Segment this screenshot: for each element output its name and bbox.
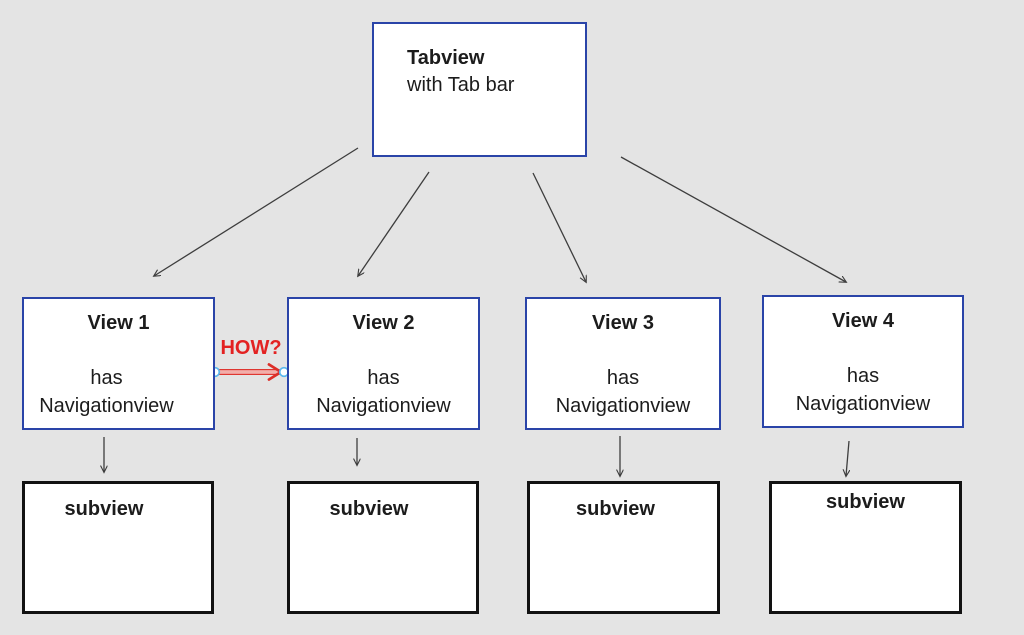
node-view-1[interactable]: View 1 has Navigationview — [22, 297, 215, 430]
view-body: has Navigationview — [764, 362, 962, 418]
arrow-tabview-to-view4[interactable] — [620, 156, 846, 282]
view-title: View 4 — [832, 310, 894, 332]
connector-line[interactable] — [214, 369, 280, 375]
view-body-line1: has — [846, 365, 880, 387]
view-body-line1: has — [606, 367, 640, 389]
view-body-line2: Navigationview — [316, 395, 451, 417]
arrow-view4-to-subview4[interactable] — [846, 440, 849, 476]
arrow-tabview-to-view2[interactable] — [358, 171, 430, 276]
view-body: has Navigationview — [527, 364, 719, 420]
view-body-line2: Navigationview — [795, 393, 931, 415]
view-title: View 2 — [352, 312, 415, 334]
subview-label: subview — [64, 498, 144, 520]
view-body: has Navigationview — [289, 364, 478, 420]
node-view-3[interactable]: View 3 has Navigationview — [525, 297, 721, 430]
node-subview-4[interactable]: subview — [769, 481, 962, 614]
subview-label: subview — [826, 491, 905, 513]
node-view-2[interactable]: View 2 has Navigationview — [287, 297, 480, 430]
view-body-line2: Navigationview — [555, 395, 691, 417]
tabview-subtitle: with Tab bar — [407, 74, 515, 96]
node-view-4[interactable]: View 4 has Navigationview — [762, 295, 964, 428]
view-body-line1: has — [90, 367, 123, 389]
view-body: has Navigationview — [12, 364, 201, 420]
tabview-title: Tabview — [407, 47, 485, 69]
view-body-line2: Navigationview — [39, 395, 174, 417]
view-body-line1: has — [367, 367, 400, 389]
connector-view1-view2[interactable] — [209, 363, 290, 381]
connector-label-how: HOW? — [220, 337, 282, 359]
node-tabview[interactable]: Tabview with Tab bar — [372, 22, 587, 157]
view-title: View 3 — [592, 312, 654, 334]
arrow-tabview-to-view1[interactable] — [154, 147, 359, 276]
node-subview-2[interactable]: subview — [287, 481, 479, 614]
arrow-tabview-to-view3[interactable] — [532, 172, 586, 282]
subview-label: subview — [576, 498, 655, 520]
subview-label: subview — [329, 498, 409, 520]
node-subview-3[interactable]: subview — [527, 481, 720, 614]
node-subview-1[interactable]: subview — [22, 481, 214, 614]
view-title: View 1 — [87, 312, 150, 334]
